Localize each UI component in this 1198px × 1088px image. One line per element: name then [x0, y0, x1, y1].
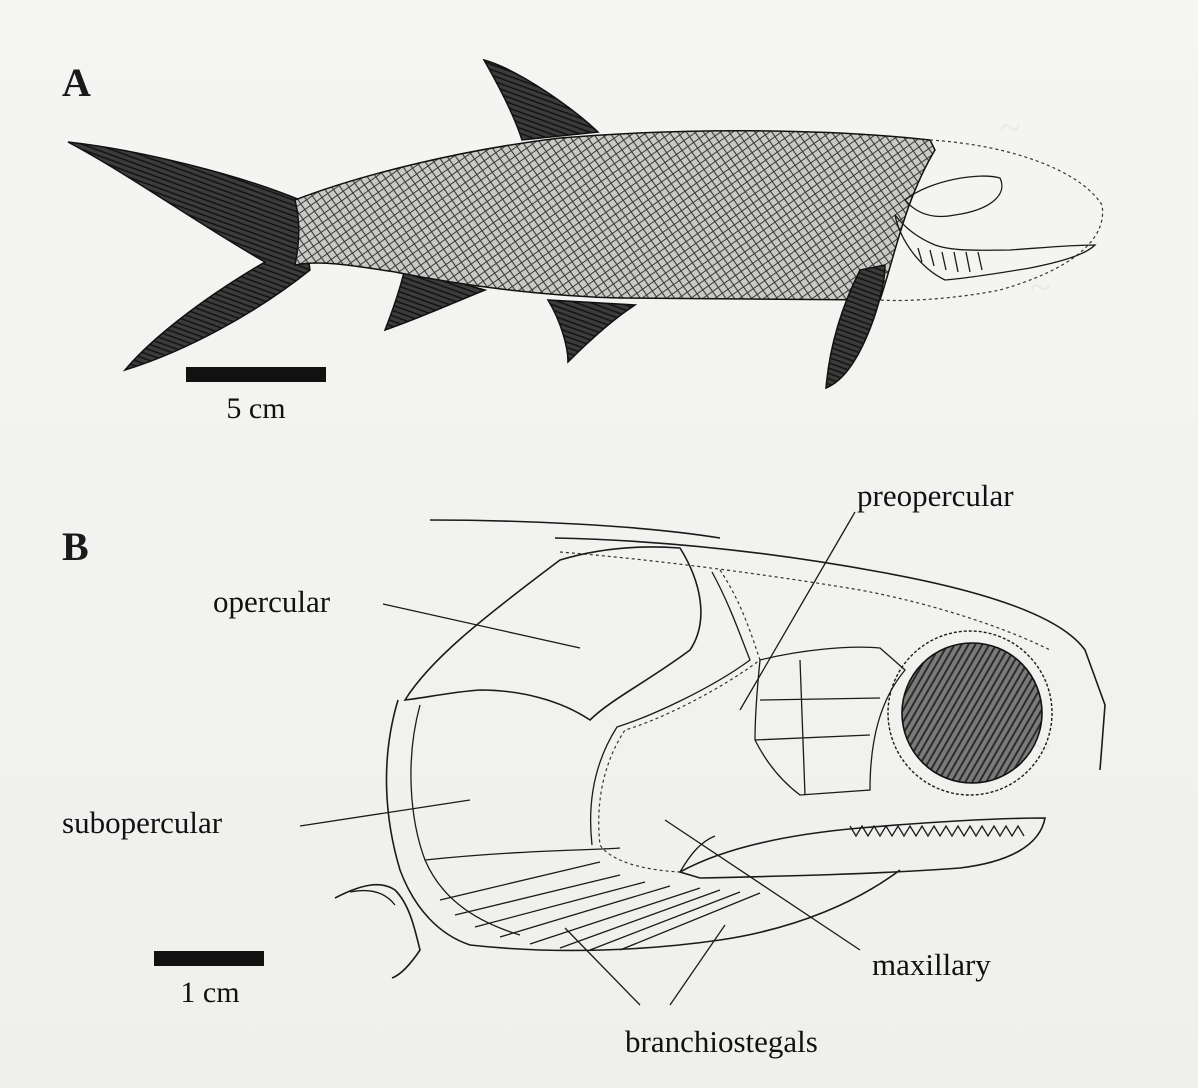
leader-maxillary: [665, 820, 860, 950]
caudal-fin: [68, 142, 310, 370]
leader-branchiostegals-1: [565, 928, 640, 1005]
cheek-bones: [755, 647, 905, 795]
leader-preopercular: [740, 512, 855, 710]
cheek-sutures: [755, 660, 880, 795]
leader-opercular: [383, 604, 580, 648]
scale-bar-a: [186, 367, 326, 382]
svg-text:~: ~: [1000, 107, 1021, 149]
pectoral-girdle-inner: [350, 891, 395, 905]
label-opercular: opercular: [213, 584, 331, 619]
fish-illustration-a: [68, 60, 1103, 388]
subopercular-lower-edge: [425, 848, 620, 860]
label-maxillary: maxillary: [872, 947, 991, 982]
pectoral-girdle: [335, 885, 420, 978]
jaw-teeth: [850, 826, 1024, 836]
skull-roof-line: [430, 520, 720, 538]
orbit-bone: [905, 176, 1002, 216]
sensory-canal-dorsal: [560, 552, 1050, 650]
scale-label-b: 1 cm: [180, 976, 239, 1009]
leader-subopercular: [300, 800, 470, 826]
eye: [902, 643, 1042, 783]
skull-illustration-b: [300, 512, 1105, 1005]
label-preopercular: preopercular: [857, 478, 1014, 513]
jaw-bone: [895, 215, 1095, 280]
panel-a-letter: A: [62, 60, 91, 105]
subopercular-edge: [411, 705, 520, 935]
scale-label-a: 5 cm: [226, 392, 285, 425]
label-branchiostegals: branchiostegals: [625, 1024, 818, 1059]
branchiostegal-rays: [440, 862, 760, 950]
preopercular-bone: [591, 572, 750, 845]
leader-branchiostegals-2: [670, 925, 725, 1005]
label-subopercular: subopercular: [62, 805, 223, 840]
preopercular-canal: [599, 570, 760, 872]
panel-b-letter: B: [62, 524, 89, 569]
pelvic-fin: [548, 300, 635, 362]
scale-bar-b: [154, 951, 264, 966]
scaled-body: [295, 131, 935, 300]
dorsal-fin: [484, 60, 598, 140]
opercular-bone: [405, 547, 701, 720]
